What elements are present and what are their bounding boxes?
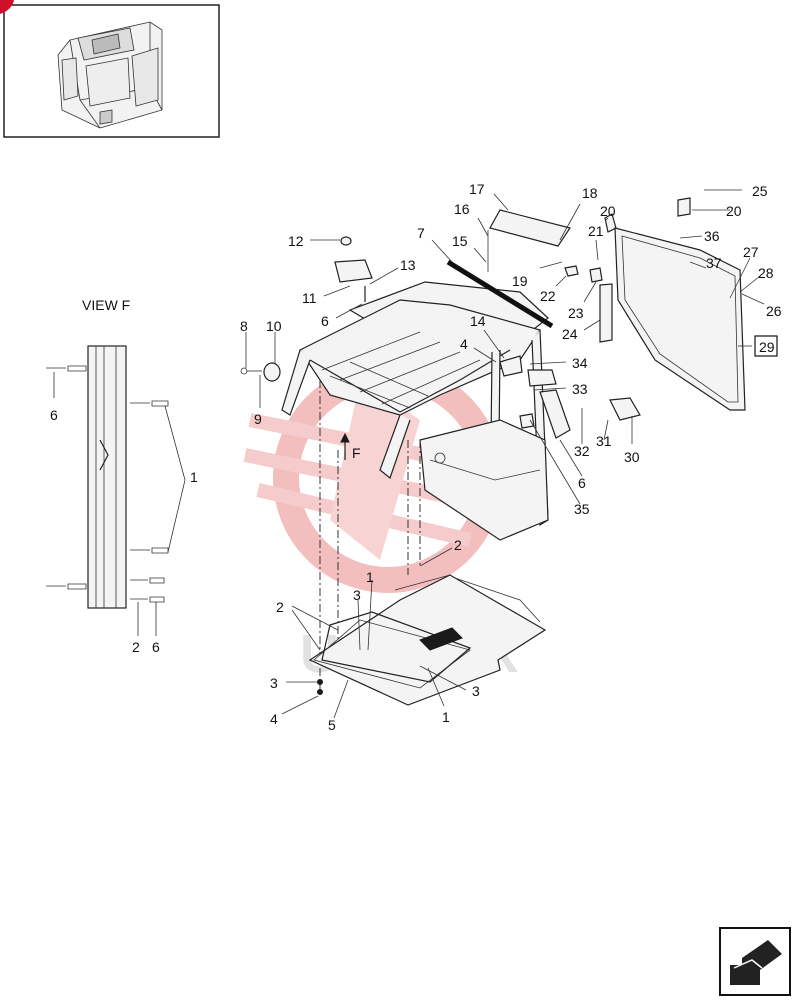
callout-18: 18 [582, 185, 598, 201]
callout-7: 7 [417, 225, 425, 241]
callout-6-hinge: 6 [578, 475, 586, 491]
callout-12: 12 [288, 233, 304, 249]
callout-3-floor-left: 3 [270, 675, 278, 691]
callout-leaders [245, 189, 765, 719]
callout-21: 21 [588, 223, 604, 239]
callout-2-floor-top: 2 [454, 537, 462, 553]
callout-26: 26 [766, 303, 782, 319]
callout-27: 27 [743, 244, 759, 260]
callout-labels: 17 18 25 16 20 20 15 21 36 7 12 27 19 37… [50, 181, 782, 733]
cab-floor [308, 574, 547, 706]
callout-25: 25 [752, 183, 768, 199]
callout-2-view: 2 [132, 639, 140, 655]
callout-20-top: 20 [600, 203, 616, 219]
callout-1-floor-bottom: 1 [442, 709, 450, 725]
callout-11: 11 [302, 290, 317, 306]
callout-6-view-bottom: 6 [152, 639, 160, 655]
callout-23: 23 [568, 305, 584, 321]
callout-box-29 [754, 335, 778, 357]
callout-9: 9 [254, 411, 262, 427]
view-f-detail: VIEW F [46, 297, 186, 636]
callout-10: 10 [266, 318, 282, 334]
callout-3-floor-top: 3 [353, 587, 361, 603]
callout-4-floor: 4 [270, 711, 278, 727]
callout-6-view-left: 6 [50, 407, 58, 423]
next-page-arrow-icon[interactable] [719, 927, 791, 996]
callout-22: 22 [540, 288, 556, 304]
callout-5: 5 [328, 717, 336, 733]
roof-seal-strip [446, 259, 554, 329]
callout-label-29: 29 [759, 339, 775, 355]
callout-28: 28 [758, 265, 774, 281]
callout-30: 30 [624, 449, 640, 465]
callout-19: 19 [512, 273, 528, 289]
cab-thumbnail [0, 0, 220, 138]
view-f-arrow-label: F [352, 445, 361, 461]
side-window-glass [614, 227, 746, 411]
callout-14: 14 [470, 313, 486, 329]
cab-frame: F [240, 197, 746, 690]
callout-1-view: 1 [190, 469, 198, 485]
callout-36: 36 [704, 228, 720, 244]
callout-33: 33 [572, 381, 588, 397]
callout-13: 13 [400, 257, 416, 273]
callout-2-floor-left: 2 [276, 599, 284, 615]
callout-20-right: 20 [726, 203, 742, 219]
callout-32: 32 [574, 443, 590, 459]
callout-16: 16 [454, 201, 470, 217]
callout-17: 17 [469, 181, 485, 197]
callout-37: 37 [706, 255, 722, 271]
callout-4-top: 4 [460, 336, 468, 352]
callout-8: 8 [240, 318, 248, 334]
view-f-title: VIEW F [82, 297, 130, 313]
callout-1-floor-top: 1 [366, 569, 374, 585]
callout-3-floor-right: 3 [472, 683, 480, 699]
callout-34: 34 [572, 355, 588, 371]
callout-6-roof: 6 [321, 313, 329, 329]
callout-31: 31 [596, 433, 612, 449]
callout-15: 15 [452, 233, 468, 249]
callout-24: 24 [562, 326, 578, 342]
callout-35: 35 [574, 501, 590, 517]
